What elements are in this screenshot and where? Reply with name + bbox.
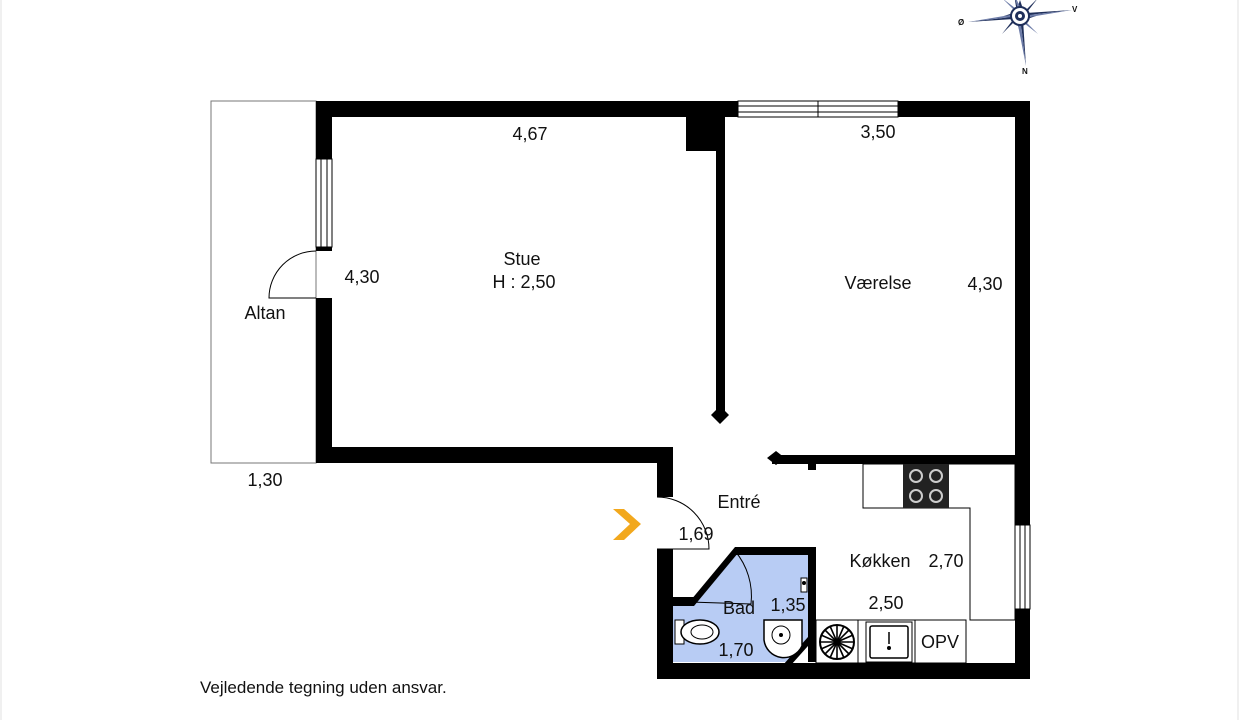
disclaimer-note: Vejledende tegning uden ansvar. bbox=[200, 678, 447, 697]
compass-east-label: V bbox=[1072, 5, 1078, 14]
vaerelse-width-label: 3,50 bbox=[860, 122, 895, 142]
bad-width-label: 1,70 bbox=[718, 640, 753, 660]
koekken-name-label: Køkken bbox=[849, 551, 910, 571]
entre-dim-label: 1,69 bbox=[678, 524, 713, 544]
vaerelse-depth-label: 4,30 bbox=[967, 274, 1002, 294]
entre-name-label: Entré bbox=[717, 492, 760, 512]
vaerelse-name-label: Værelse bbox=[844, 273, 911, 293]
balcony-door bbox=[268, 250, 317, 299]
stue-width-label: 4,67 bbox=[512, 124, 547, 144]
compass-rose-icon bbox=[968, 0, 1072, 66]
opv-cabinet bbox=[914, 619, 967, 664]
stue-depth-label: 4,30 bbox=[344, 267, 379, 287]
sink-icon bbox=[865, 621, 913, 663]
bad-name-label: Bad bbox=[723, 598, 755, 618]
bad-depth-label: 1,35 bbox=[770, 595, 805, 615]
bathroom-door bbox=[688, 550, 752, 605]
fan-icon bbox=[815, 619, 859, 664]
entrance-door bbox=[656, 496, 710, 550]
altan-depth-label: 1,30 bbox=[247, 470, 282, 490]
toilet-icon bbox=[674, 619, 720, 645]
compass-south-label: N bbox=[1022, 67, 1028, 76]
stove-icon bbox=[903, 464, 949, 508]
koekken-width-label: 2,50 bbox=[868, 593, 903, 613]
stue-name-label: Stue bbox=[503, 249, 540, 269]
balcony-outline bbox=[210, 100, 317, 464]
kitchen-counter bbox=[862, 463, 1016, 621]
altan-name-label: Altan bbox=[244, 303, 285, 323]
wall-end-point bbox=[711, 406, 729, 424]
compass-west-label: Ø bbox=[958, 18, 964, 27]
shower-head-icon bbox=[800, 577, 808, 593]
stue-height-label: H : 2,50 bbox=[492, 272, 555, 292]
opv-label: OPV bbox=[921, 632, 959, 652]
koekken-depth-label: 2,70 bbox=[928, 551, 963, 571]
window-right bbox=[1014, 524, 1031, 610]
window-left bbox=[315, 158, 333, 248]
entrance-arrow-icon bbox=[613, 509, 641, 540]
washbasin-icon bbox=[763, 619, 803, 659]
wall-end-point bbox=[767, 451, 785, 465]
window-top bbox=[737, 100, 899, 118]
walls bbox=[316, 101, 1030, 679]
